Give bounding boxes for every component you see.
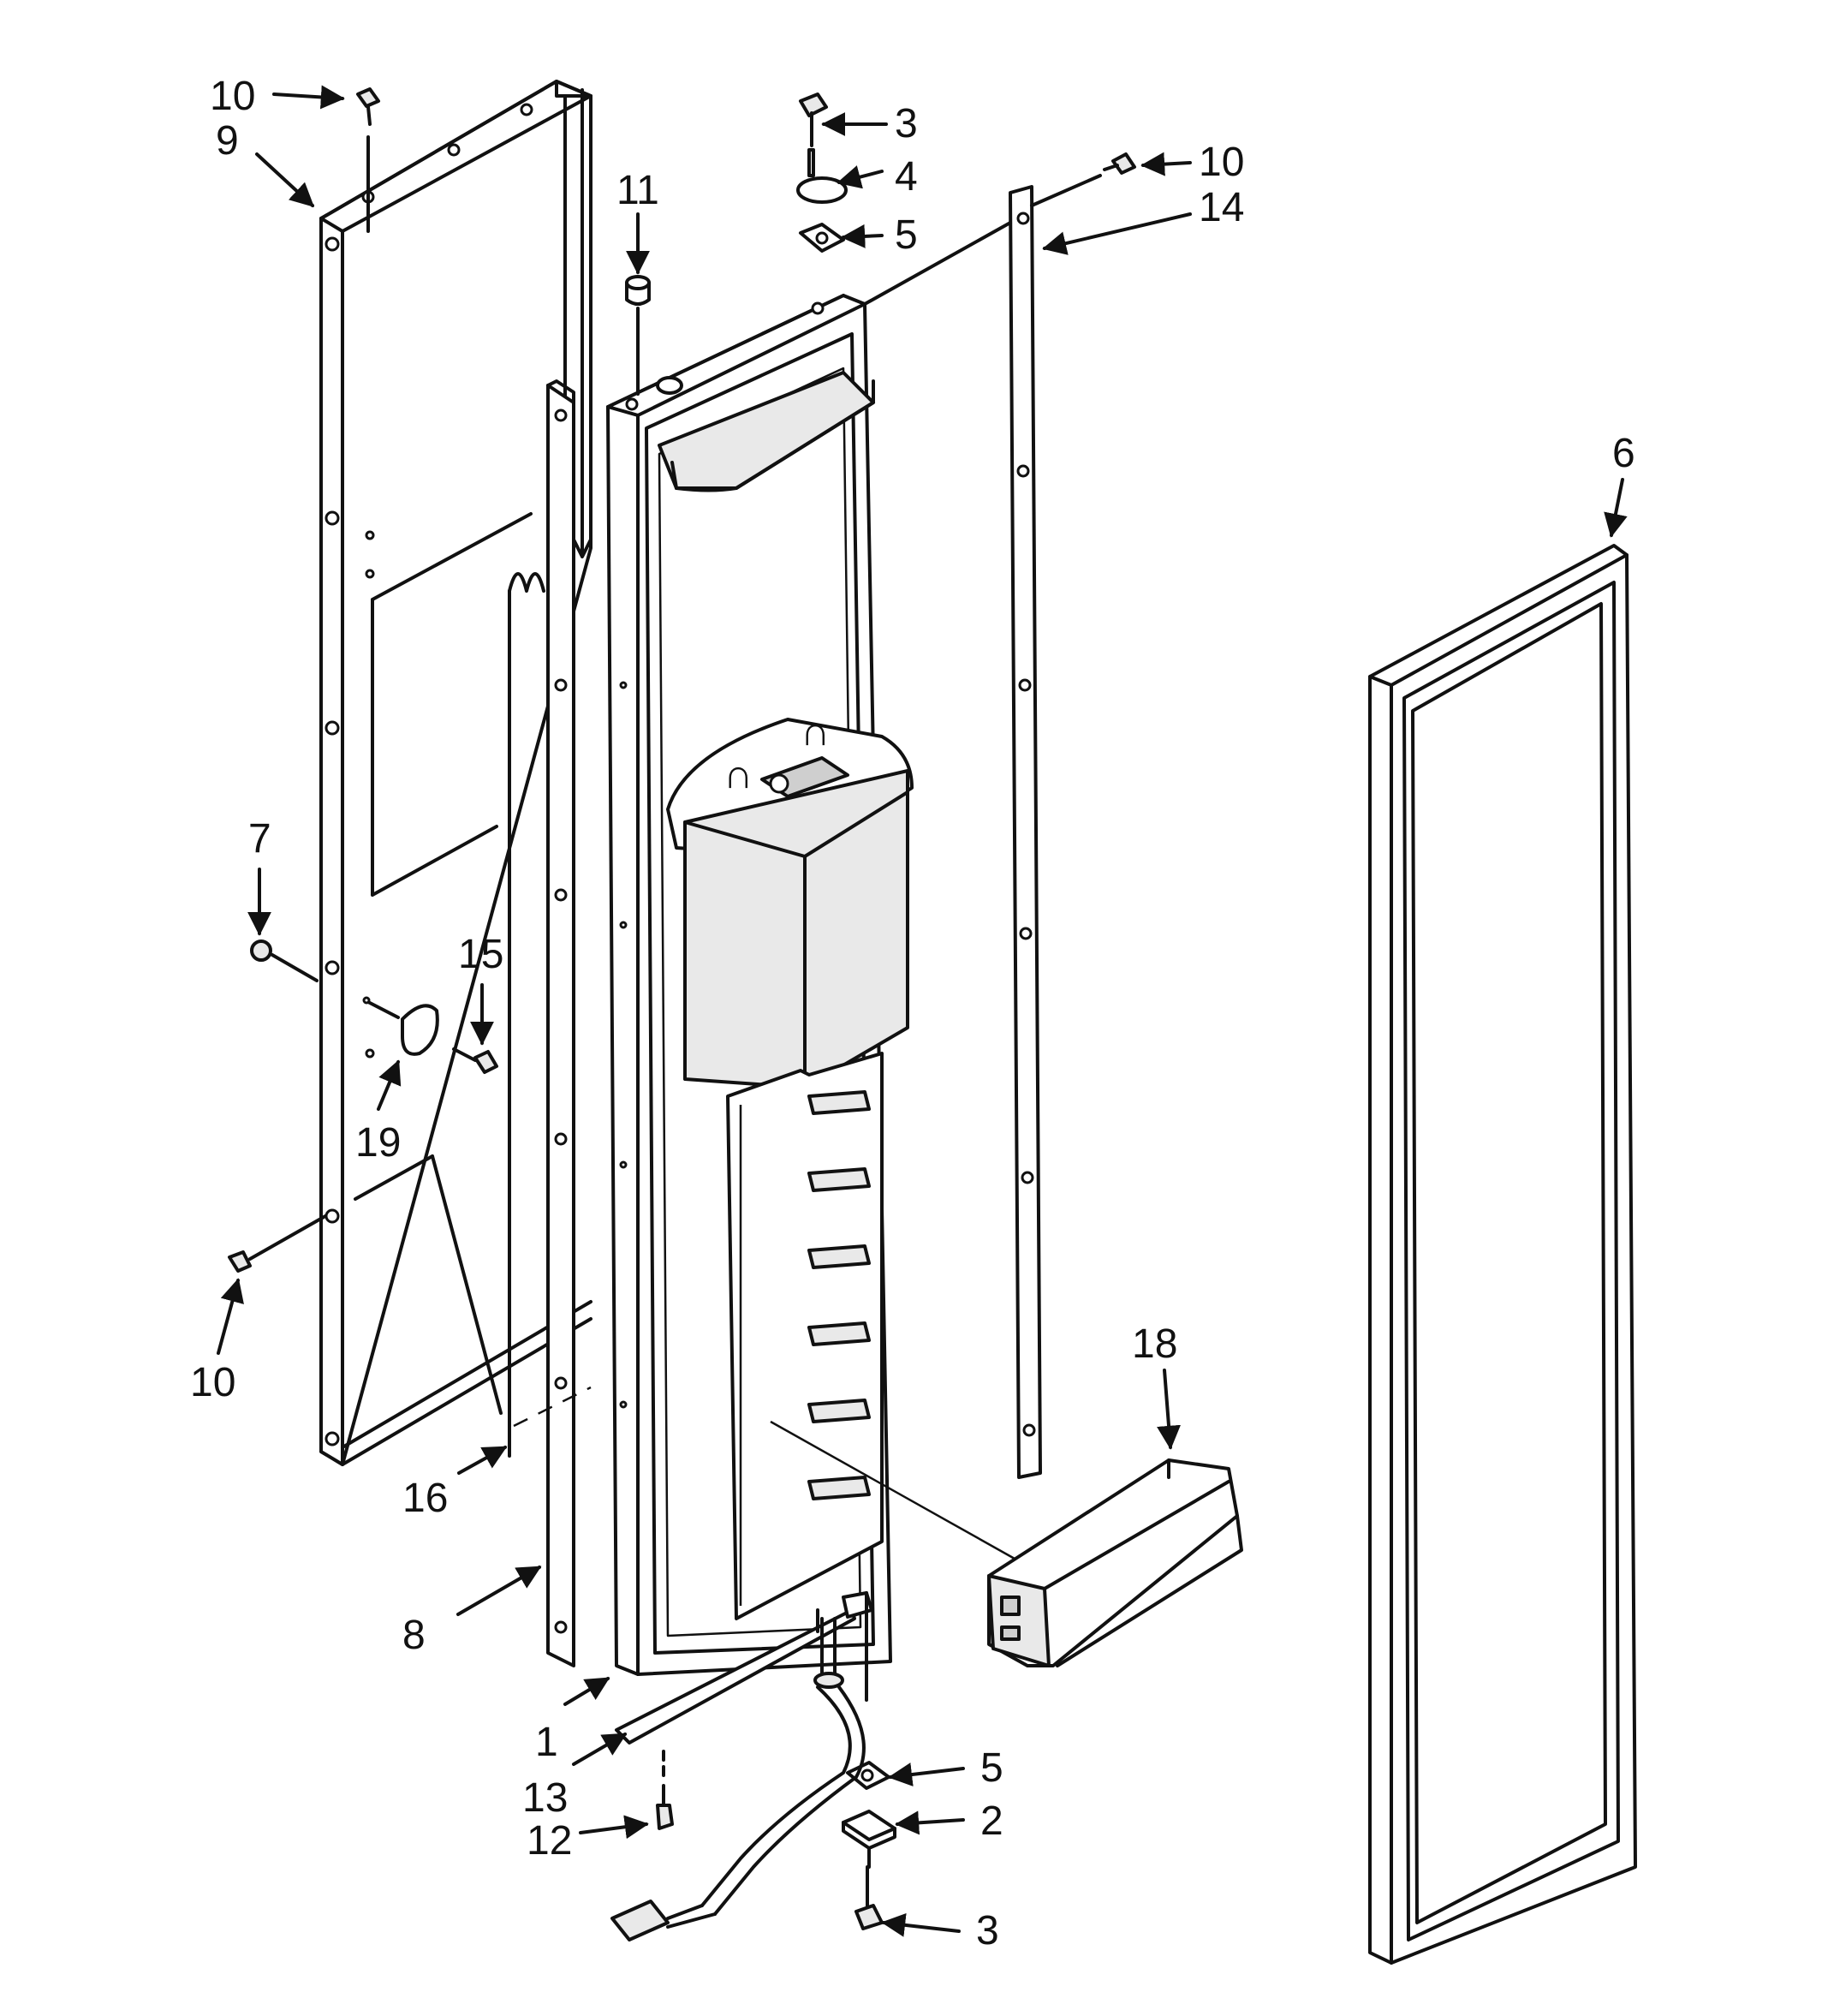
callout-3-bottom: 3: [976, 1908, 999, 1953]
callout-15: 15: [458, 932, 503, 977]
part-8-trim-strip: [513, 379, 592, 1667]
part-15-screw: [452, 1047, 498, 1074]
callout-2: 2: [980, 1798, 1003, 1844]
callout-3-top: 3: [895, 101, 918, 146]
bottom-hinge-pin: [842, 1591, 873, 1702]
part-10-screw-top-right: [1030, 152, 1136, 207]
part-10-screw-bottom-left: [228, 1214, 327, 1273]
callout-18: 18: [1132, 1321, 1177, 1367]
svg-text:∩: ∩: [723, 752, 753, 797]
part-1-door-assembly: ∩ ∩: [606, 294, 914, 1676]
callout-10-bottom-left: 10: [190, 1360, 235, 1405]
part-16-wire: [508, 88, 592, 1458]
callout-5-bottom: 5: [980, 1745, 1003, 1791]
water-tube-harness: [610, 1617, 866, 1941]
part-7-plug-button: [250, 939, 319, 982]
part-11-plug: [625, 275, 651, 396]
callout-10-top-right: 10: [1199, 140, 1244, 185]
part-18-bin: [987, 1458, 1243, 1667]
part-12-screw: [656, 1750, 674, 1830]
callout-4: 4: [895, 154, 918, 200]
callout-1: 1: [535, 1720, 558, 1765]
callout-19: 19: [355, 1120, 401, 1166]
callout-16: 16: [402, 1476, 448, 1521]
leader-arrows: [217, 85, 1628, 1937]
part-5-hinge-shim-top: [799, 223, 845, 253]
part-6-door-gasket: [1368, 544, 1637, 1965]
callout-7: 7: [248, 816, 271, 862]
part-5-hinge-shim-bottom: [846, 1761, 890, 1790]
callout-11: 11: [616, 168, 659, 213]
part-2-bottom-hinge: [842, 1810, 896, 1869]
callout-5-top: 5: [895, 212, 918, 258]
door-bin-hooks: [807, 1090, 871, 1500]
callout-labels: 10 9 3 4 5 11 10 14 6 7 15 19 10 16 18 8…: [190, 74, 1635, 1953]
callout-10-top-left: 10: [210, 74, 255, 119]
callout-14: 14: [1199, 185, 1244, 230]
part-4-hinge-pin: [796, 148, 848, 204]
callout-9: 9: [216, 118, 239, 164]
callout-6: 6: [1612, 431, 1635, 476]
part-9-panel-frame: [319, 80, 592, 1466]
part-19-bracket: [362, 996, 439, 1056]
svg-text:∩: ∩: [801, 709, 831, 755]
callout-12: 12: [527, 1818, 572, 1864]
callout-8: 8: [402, 1613, 426, 1658]
part-3-bottom-screw: [854, 1865, 884, 1930]
callout-13: 13: [522, 1775, 568, 1821]
part-14-trim-strip: [863, 185, 1042, 1479]
part-10-screw-top-left: [356, 87, 380, 233]
part-3-top-screw: [799, 92, 828, 147]
